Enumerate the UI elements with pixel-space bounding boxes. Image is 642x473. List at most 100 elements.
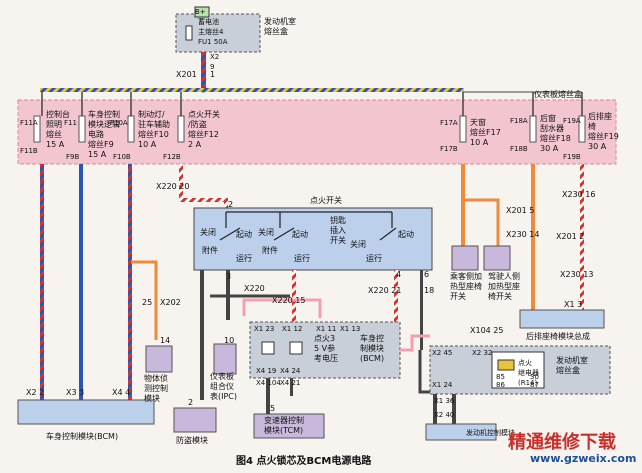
wire-relay-out	[433, 394, 437, 434]
relay-box	[491, 351, 545, 389]
bcm-left-pin-x2: X2 2	[26, 388, 45, 397]
x230-14: X230 14	[506, 230, 540, 239]
bcm-left-pin-x3: X3 3	[66, 388, 85, 397]
ipc-pin: 10	[224, 336, 235, 345]
passenger-seat-switch-box	[451, 245, 479, 271]
ipc-label: 仪表板 组合仪 表(IPC)	[210, 372, 238, 401]
fuse-f17a-id: F17A	[440, 119, 458, 127]
rear-seat-label: 后排座椅模块总成	[526, 332, 590, 341]
bcm-center-label: 车身控 制模块 (BCM)	[360, 334, 385, 363]
engine-fuse-label: 蓄电池 主熔丝4 FU1 50A	[198, 18, 228, 46]
ip-fuse-box	[17, 99, 617, 165]
bcm-left-pin-x4: X4 4	[112, 388, 131, 397]
bcm-left-label: 车身控制模块(BCM)	[46, 432, 119, 441]
tcm-box	[253, 413, 325, 439]
fuse-f12b-id: F12B	[163, 153, 181, 161]
fuse-f10a-id: F10A	[110, 119, 128, 127]
fuse-symbol	[459, 115, 467, 143]
wire-18-label: 18	[424, 286, 435, 295]
ign-start-2: 起动	[292, 230, 308, 239]
center-pin-x4-104: X4 104	[256, 379, 281, 387]
wire-bcm-x4	[128, 164, 132, 400]
ign-pin-2: 2	[228, 200, 234, 209]
x201-2: X201 2	[556, 232, 585, 241]
center-pin-x1-12: X1 12	[282, 325, 303, 333]
ign-off-2: 关闭	[258, 228, 274, 237]
ignition-switch-title: 点火开关	[310, 196, 342, 205]
x201-5: X201 5	[506, 206, 535, 215]
feed-wire	[201, 52, 206, 90]
center-pin-x1-23: X1 23	[254, 325, 275, 333]
driver-seat-switch-box	[483, 245, 511, 271]
wire-x4	[290, 378, 293, 396]
center-pin-x1-11: X1 11	[316, 325, 337, 333]
battery-label: B+	[195, 8, 206, 16]
ecm-label: 发动机控制模块	[466, 429, 515, 437]
wire-f19	[580, 164, 584, 314]
fuse-f18a-id: F18A	[510, 117, 528, 125]
fuse-f17b-id: F17B	[440, 145, 458, 153]
wire-relay-out-2	[452, 394, 456, 434]
battery-terminal	[194, 6, 210, 18]
fuse-f19b-id: F19B	[563, 153, 581, 161]
fuse-f12-label: 点火开关 /防盗 熔丝F12 2 A	[188, 110, 220, 149]
figure-caption: 图4 点火锁芯及BCM电源电路	[236, 456, 372, 467]
ign-start-3: 起动	[398, 230, 414, 239]
fuse-f11b-id: F11B	[20, 147, 38, 155]
switch-contacts	[219, 211, 397, 241]
ign-off-1: 关闭	[200, 228, 216, 237]
wire-x202	[131, 260, 158, 340]
relay-num-86: 86	[496, 381, 505, 389]
x201-num: 1	[210, 70, 216, 79]
fuse-symbol	[127, 115, 135, 143]
wire-f17	[461, 164, 465, 246]
relay-label: 点火 继电器 (R14)	[518, 359, 539, 387]
center-pin-x4-24: X4 24	[280, 367, 301, 375]
fuse-f9b-id: F9B	[66, 153, 80, 161]
ign-pin-3: 3	[226, 272, 232, 281]
x220: X220	[244, 284, 265, 293]
relay-pin-x2-32: X2 32	[472, 349, 493, 357]
x202: X202	[160, 298, 181, 307]
wire-pink-loop	[242, 298, 322, 318]
engine-relay-box-label: 发动机室 熔丝盒	[556, 356, 588, 375]
fuse-symbol	[33, 115, 41, 143]
x230-16: X230 16	[562, 190, 596, 199]
fuse-f11-label: 控制台 照明 熔丝 15 A	[46, 110, 70, 149]
fuse-f11a-id: F11A	[20, 119, 38, 127]
fuse-f18b-id: F18B	[510, 145, 528, 153]
tcm-label: 变速器控制 模块(TCM)	[264, 416, 304, 435]
wire-18	[420, 270, 423, 350]
passenger-seat-label: 乘客侧加 热型座椅 开关	[450, 272, 482, 301]
ip-fuse-box-title: 仪表板熔丝盒	[534, 90, 582, 99]
rear-seat-box	[519, 309, 605, 329]
x1-3: X1 3	[564, 300, 583, 309]
wire-dark-relay	[418, 350, 430, 394]
fuse-symbol	[78, 115, 86, 143]
center-pin-x4-19: X4 19	[256, 367, 277, 375]
driver-seat-label: 驾驶人侧 加热型座 椅开关	[488, 272, 520, 301]
fuse-symbol	[177, 115, 185, 143]
wire-x220-21	[394, 270, 398, 350]
fuse-f10b-id: F10B	[113, 153, 131, 161]
relay-coil	[497, 359, 515, 371]
ign-pin-6: 6	[424, 270, 430, 279]
transistor	[261, 341, 275, 355]
center-pin-x1-13: X1 13	[340, 325, 361, 333]
fuse-f19-label: 后排座 椅 熔丝F19 30 A	[588, 112, 619, 151]
transistor	[289, 341, 303, 355]
tcm-pin: 5	[270, 404, 276, 413]
fuse-f10-label: 制动灯/ 驻车辅助 熔丝F10 10 A	[138, 110, 170, 149]
relay-pin-x1-36: X1 36	[434, 397, 455, 405]
x220-21: X220 21	[368, 286, 402, 295]
relay-num-87: 87	[530, 381, 539, 389]
bcm-left-box	[17, 399, 155, 425]
x201-label: X201	[176, 70, 197, 79]
x202-14: 14	[160, 336, 171, 345]
fuse-f18-label: 后窗 刮水器 熔丝F18 30 A	[540, 114, 571, 153]
body-sensor-label: 物体侦 测控制 模块	[144, 374, 168, 403]
wire-f12	[179, 164, 228, 210]
x220-20: X220 20	[156, 182, 190, 191]
relay-num-30: 30	[530, 373, 539, 381]
x201-pin: X2 9	[210, 53, 220, 71]
